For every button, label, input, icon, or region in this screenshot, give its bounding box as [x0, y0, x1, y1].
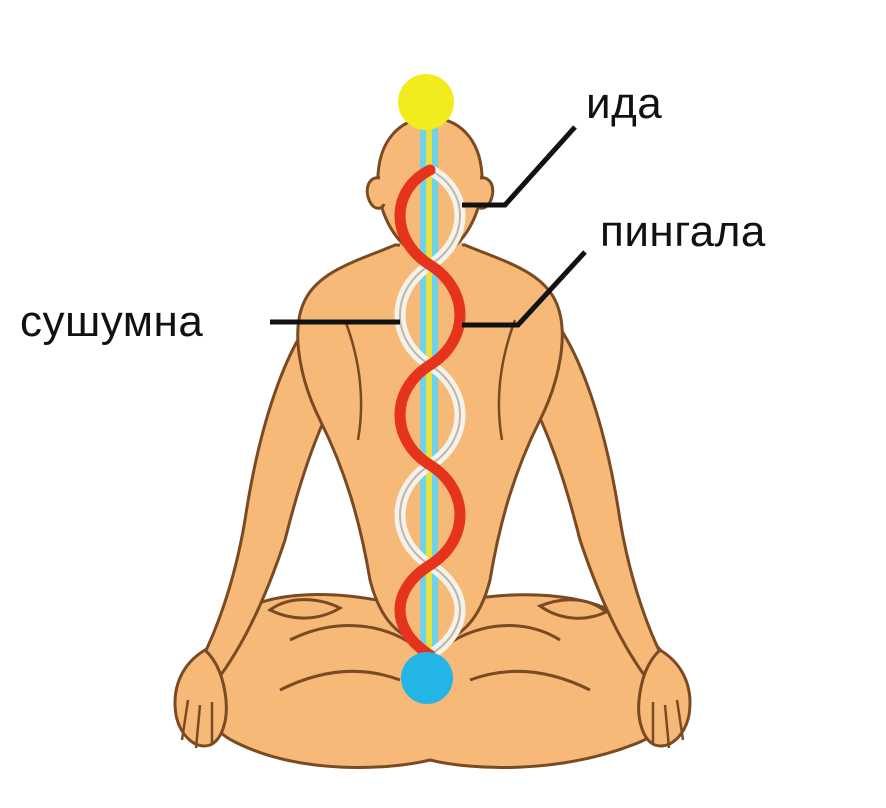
sushumna-core — [426, 108, 432, 678]
sushumna-label: сушумна — [20, 297, 204, 346]
root-chakra-icon — [401, 652, 453, 704]
pingala-channel — [394, 164, 466, 661]
leg-fold-line — [469, 669, 591, 692]
ida-channel-outline — [399, 169, 461, 656]
nadi-channels — [394, 108, 466, 678]
pingala-leader-line — [462, 250, 587, 328]
ida-label: ида — [586, 79, 663, 128]
left-foot — [267, 598, 344, 620]
left-hand — [173, 648, 228, 748]
left-ear — [365, 176, 386, 210]
pingala-label: пингала — [600, 207, 766, 256]
right-ear — [474, 176, 495, 210]
right-hand — [637, 648, 692, 748]
ida-leader-line — [462, 125, 577, 208]
crown-chakra-icon — [398, 74, 454, 130]
right-foot — [536, 598, 609, 620]
leg-fold-line — [279, 669, 401, 692]
